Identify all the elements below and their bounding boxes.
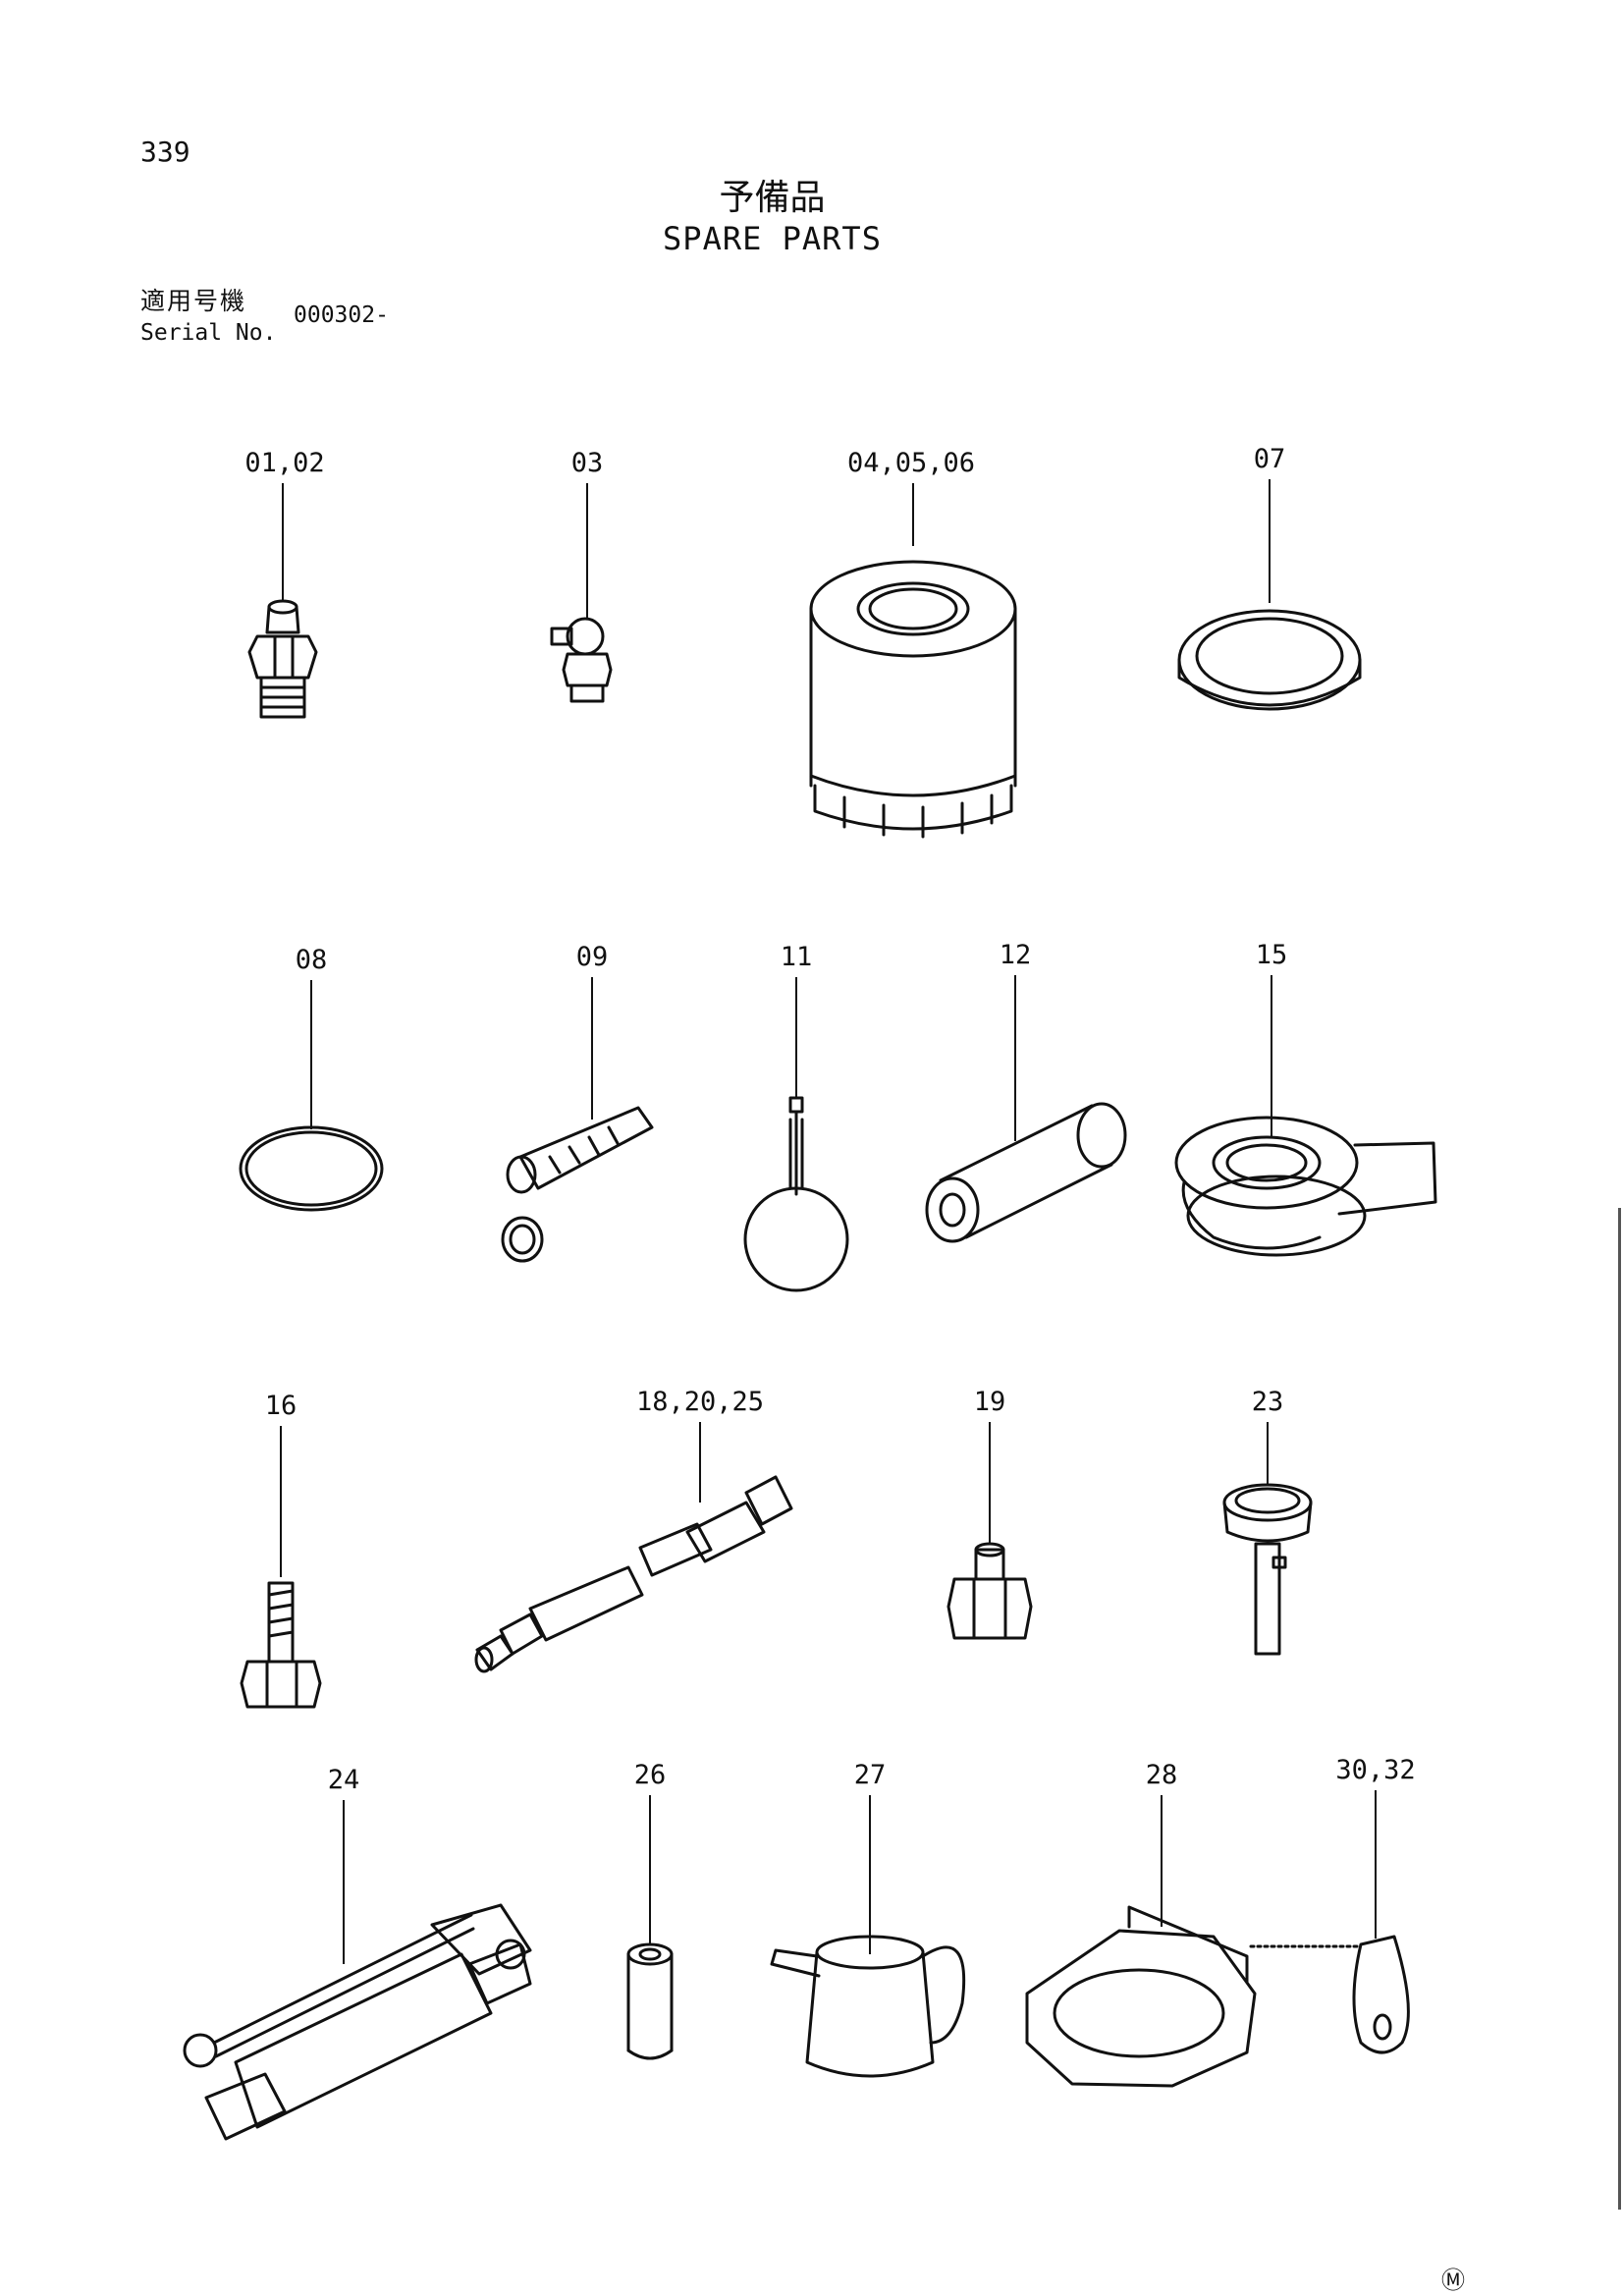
pin-with-cap-drawing bbox=[1222, 1483, 1313, 1656]
page-title: SPARE PARTS bbox=[663, 220, 882, 257]
tube-drawing bbox=[925, 1102, 1127, 1243]
callout-11: 11 bbox=[780, 942, 813, 972]
callout-28: 28 bbox=[1145, 1760, 1178, 1790]
callout-08: 08 bbox=[295, 945, 328, 975]
callout-07: 07 bbox=[1253, 444, 1286, 474]
page-edge-border bbox=[1618, 1208, 1621, 2210]
callout-04-05-06: 04,05,06 bbox=[846, 448, 976, 478]
callout-24: 24 bbox=[327, 1765, 360, 1795]
callout-26: 26 bbox=[633, 1760, 667, 1790]
callout-30-32: 30,32 bbox=[1335, 1755, 1416, 1785]
bracket-plate-drawing bbox=[1025, 1905, 1257, 2088]
serial-label-japanese: 適用号機 bbox=[140, 287, 247, 315]
angled-grease-nipple-drawing bbox=[550, 617, 613, 703]
clevis-pin-drawing bbox=[1249, 1935, 1410, 2054]
maker-mark: Ⓜ bbox=[1441, 2267, 1465, 2294]
sleeve-drawing bbox=[626, 1942, 674, 2060]
callout-18-20-25: 18,20,25 bbox=[635, 1387, 765, 1417]
oil-filter-drawing bbox=[809, 560, 1017, 839]
bolt-drawing bbox=[240, 1581, 322, 1709]
callout-16: 16 bbox=[264, 1391, 298, 1421]
hose-assembly-drawing bbox=[474, 1475, 793, 1673]
callout-09: 09 bbox=[575, 942, 609, 972]
callout-03: 03 bbox=[570, 448, 604, 478]
serial-label: Serial No. bbox=[140, 320, 277, 346]
page-number: 339 bbox=[140, 136, 190, 168]
callout-23: 23 bbox=[1251, 1387, 1284, 1417]
ring-with-tag-drawing bbox=[743, 1096, 849, 1292]
fitting-drawing bbox=[947, 1542, 1033, 1640]
callout-19: 19 bbox=[973, 1387, 1006, 1417]
hand-pump-drawing bbox=[183, 1903, 532, 2141]
oil-jug-drawing bbox=[770, 1935, 966, 2078]
leader-lines bbox=[280, 479, 1377, 1964]
flat-ring-drawing bbox=[1177, 609, 1362, 711]
serial-number-value: 000302- bbox=[294, 302, 389, 328]
o-ring-drawing bbox=[239, 1125, 384, 1212]
grease-nipple-drawing bbox=[247, 599, 318, 719]
callout-27: 27 bbox=[853, 1760, 887, 1790]
connector-drawing bbox=[501, 1106, 654, 1263]
seal-with-tape-drawing bbox=[1174, 1116, 1437, 1257]
callout-01-02: 01,02 bbox=[244, 448, 325, 478]
callout-15: 15 bbox=[1255, 940, 1288, 970]
page-title-japanese: 予備品 bbox=[719, 178, 826, 218]
callout-12: 12 bbox=[999, 940, 1032, 970]
